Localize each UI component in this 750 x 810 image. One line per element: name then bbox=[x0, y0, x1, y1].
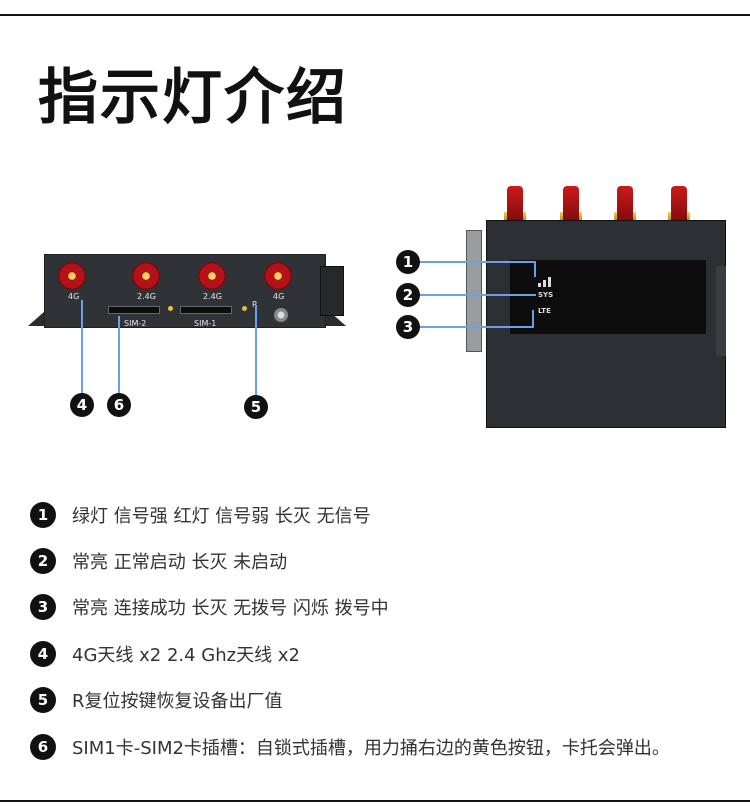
status-led bbox=[242, 306, 247, 311]
antenna-label-4: 4G bbox=[273, 292, 285, 301]
reset-label: R bbox=[252, 300, 258, 309]
indicator-panel bbox=[510, 260, 706, 334]
sim-1-label: SIM-1 bbox=[194, 319, 217, 328]
side-bracket bbox=[320, 266, 344, 316]
callout-line-3-rise bbox=[532, 310, 534, 328]
signal-bars-icon bbox=[538, 272, 552, 287]
callout-2: 2 bbox=[396, 283, 420, 307]
legend-number: 4 bbox=[30, 641, 56, 667]
right-rail bbox=[716, 266, 726, 356]
legend-text: R复位按键恢复设备出厂值 bbox=[72, 691, 283, 712]
antenna-connector-4 bbox=[264, 262, 292, 290]
callout-line-5 bbox=[255, 306, 257, 398]
sim-1-slot[interactable] bbox=[180, 306, 232, 314]
legend-text: SIM1卡-SIM2卡插槽：自锁式插槽，用力捅右边的黄色按钮，卡托会弹出。 bbox=[72, 738, 670, 759]
legend-number: 5 bbox=[30, 687, 56, 713]
legend-item: 3 常亮 连接成功 长灭 无拨号 闪烁 拨号中 bbox=[30, 592, 389, 622]
legend-item: 4 4G天线 x2 2.4 Ghz天线 x2 bbox=[30, 639, 300, 669]
callout-3: 3 bbox=[396, 315, 420, 339]
sim-2-slot[interactable] bbox=[108, 306, 160, 314]
antenna-1 bbox=[507, 186, 523, 222]
callout-1: 1 bbox=[396, 250, 420, 274]
antenna-connector-1 bbox=[58, 262, 86, 290]
page-title: 指示灯介绍 bbox=[38, 63, 348, 133]
sys-indicator-label: SYS bbox=[538, 291, 554, 299]
legend-text: 常亮 连接成功 长灭 无拨号 闪烁 拨号中 bbox=[72, 598, 389, 619]
callout-line-1-drop bbox=[534, 261, 536, 277]
sim-eject-button[interactable] bbox=[168, 306, 173, 311]
antenna-label-3: 2.4G bbox=[203, 292, 222, 301]
legend-text: 常亮 正常启动 长灭 未启动 bbox=[72, 552, 288, 573]
legend-number: 2 bbox=[30, 548, 56, 574]
legend-number: 6 bbox=[30, 734, 56, 760]
legend-number: 1 bbox=[30, 502, 56, 528]
bottom-divider bbox=[0, 800, 750, 802]
antenna-4 bbox=[671, 186, 687, 222]
callout-line-6 bbox=[118, 316, 120, 396]
top-divider bbox=[0, 14, 750, 16]
power-jack bbox=[274, 308, 288, 322]
router-front-view: 4G 2.4G 2.4G 4G SIM-2 SIM-1 R bbox=[28, 248, 346, 334]
antenna-3 bbox=[617, 186, 633, 222]
legend-item: 2 常亮 正常启动 长灭 未启动 bbox=[30, 546, 287, 576]
router-top-view: SYS LTE bbox=[458, 180, 738, 428]
callout-4: 4 bbox=[70, 393, 94, 417]
callout-line-2 bbox=[408, 294, 536, 296]
legend-item: 5 R复位按键恢复设备出厂值 bbox=[30, 685, 283, 715]
legend-item: 1 绿灯 信号强 红灯 信号弱 长灭 无信号 bbox=[30, 500, 371, 530]
callout-line-1 bbox=[408, 261, 536, 263]
antenna-label-2: 2.4G bbox=[137, 292, 156, 301]
antenna-connector-3 bbox=[198, 262, 226, 290]
legend-item: 6 SIM1卡-SIM2卡插槽：自锁式插槽，用力捅右边的黄色按钮，卡托会弹出。 bbox=[30, 732, 670, 762]
callout-5: 5 bbox=[244, 395, 268, 419]
callout-line-4 bbox=[81, 300, 83, 396]
legend-text: 4G天线 x2 2.4 Ghz天线 x2 bbox=[72, 645, 300, 666]
antenna-connector-2 bbox=[132, 262, 160, 290]
lte-indicator-label: LTE bbox=[538, 307, 551, 315]
legend-number: 3 bbox=[30, 594, 56, 620]
legend-text: 绿灯 信号强 红灯 信号弱 长灭 无信号 bbox=[72, 506, 371, 527]
sim-2-label: SIM-2 bbox=[124, 319, 147, 328]
antenna-label-1: 4G bbox=[68, 292, 80, 301]
callout-6: 6 bbox=[107, 393, 131, 417]
antenna-2 bbox=[563, 186, 579, 222]
callout-line-3 bbox=[408, 326, 534, 328]
side-rail bbox=[466, 230, 482, 352]
